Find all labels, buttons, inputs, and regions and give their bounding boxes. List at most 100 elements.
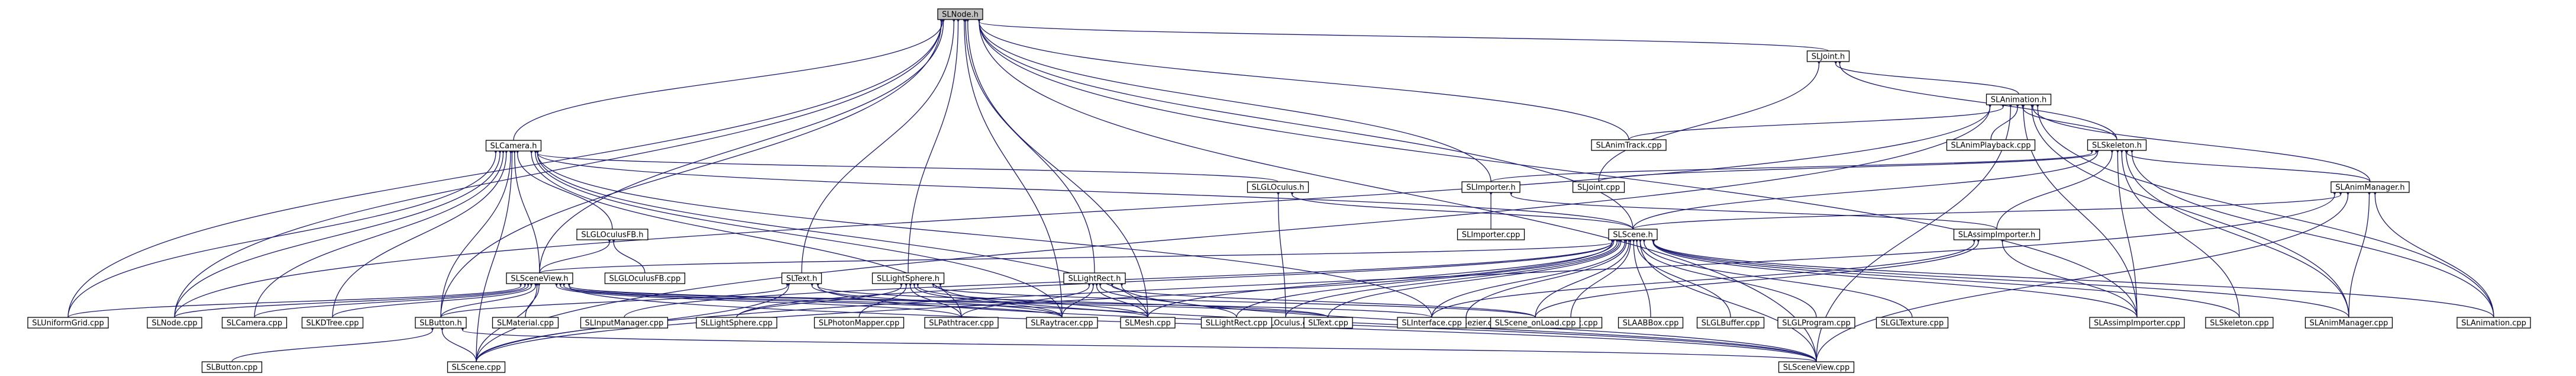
- node-label: SLGLOculusFB.cpp: [609, 275, 681, 284]
- node-slraytracer-cpp[interactable]: SLRaytracer.cpp: [1026, 317, 1098, 329]
- node-label: SLGLBuffer.cpp: [1702, 319, 1760, 328]
- node-slnode-h: SLNode.h: [937, 8, 983, 20]
- edge-slcurvebezier-cpp-to-slscene-h: [1465, 236, 1629, 318]
- node-slsceneview-h[interactable]: SLSceneView.h: [506, 272, 573, 284]
- node-sllightrect-cpp[interactable]: SLLightRect.cpp: [1200, 317, 1273, 329]
- edge-slsceneview-h-to-slnode-h: [539, 16, 947, 274]
- node-slmesh-cpp[interactable]: SLMesh.cpp: [1120, 317, 1176, 329]
- node-sltext-cpp[interactable]: SLText.cpp: [1303, 317, 1353, 329]
- node-slanimation-cpp[interactable]: SLAnimation.cpp: [2456, 317, 2531, 329]
- edge-sllightsphere-cpp-to-sllightsphere-h: [736, 280, 905, 318]
- edge-slpathtracer-cpp-to-sllightsphere-h: [907, 280, 962, 318]
- node-label: SLInputManager.cpp: [585, 319, 664, 328]
- node-slanimmanager-h[interactable]: SLAnimManager.h: [2330, 181, 2410, 193]
- edge-slbutton-h-to-slcamera-h: [440, 147, 514, 318]
- node-slnode-cpp[interactable]: SLNode.cpp: [147, 317, 202, 329]
- node-label: SLMesh.cpp: [1125, 319, 1171, 328]
- node-slgloculus-h[interactable]: SLGLOculus.h: [1247, 181, 1309, 193]
- edge-slnode-cpp-to-slanimation-h: [174, 101, 1993, 318]
- node-box: [2089, 317, 2185, 329]
- edge-slcamera-cpp-to-slsceneview-h: [254, 280, 532, 318]
- node-slinputmanager-cpp[interactable]: SLInputManager.cpp: [580, 317, 669, 329]
- edge-slanimmanager-cpp-to-slskeleton-h: [2123, 147, 2349, 318]
- node-box: [1490, 317, 1581, 329]
- edge-sljoint-cpp-to-sljoint-h: [1598, 58, 1822, 182]
- node-slanimmanager-cpp[interactable]: SLAnimManager.cpp: [2304, 317, 2393, 329]
- node-sllightsphere-h[interactable]: SLLightSphere.h: [871, 272, 945, 284]
- node-label: SLButton.h: [419, 319, 461, 328]
- node-slmaterial-cpp[interactable]: SLMaterial.cpp: [492, 317, 559, 329]
- node-label: SLAnimation.cpp: [2461, 319, 2526, 328]
- node-sluniformgrid-cpp[interactable]: SLUniformGrid.cpp: [27, 317, 109, 329]
- edge-slassimpimporter-cpp-to-slnode-h: [976, 16, 2138, 318]
- edge-slanimmanager-cpp-to-slanimmanager-h: [2348, 189, 2372, 318]
- node-slbutton-h[interactable]: SLButton.h: [415, 317, 467, 329]
- node-sljoint-cpp[interactable]: SLJoint.cpp: [1572, 181, 1625, 193]
- node-label: SLSceneView.cpp: [1783, 364, 1850, 372]
- node-box: [576, 229, 648, 240]
- node-slglprogram-cpp[interactable]: SLGLProgram.cpp: [1777, 317, 1855, 329]
- node-slanimation-h[interactable]: SLAnimation.h: [1986, 94, 2052, 105]
- node-label: SLLightRect.cpp: [1206, 319, 1267, 328]
- node-slpathtracer-cpp[interactable]: SLPathtracer.cpp: [924, 317, 999, 329]
- node-label: SLGLOculusFB.h: [581, 231, 643, 240]
- node-label: SLJoint.cpp: [1577, 184, 1620, 192]
- edge-slscene-cpp-to-slanimation-h: [476, 101, 1993, 362]
- node-label: SLGLProgram.cpp: [1782, 319, 1850, 328]
- edge-slassimpimporter-cpp-to-slscene-h: [1649, 236, 2138, 318]
- node-box: [301, 317, 364, 329]
- edge-slglprogram-cpp-to-slscene-h: [1637, 236, 1817, 318]
- edge-slimporter-h-to-slnode-h: [976, 16, 1492, 182]
- node-label: SLNode.h: [942, 11, 979, 20]
- edge-slscene-onload-cpp-to-sllightrect-h: [1109, 280, 1536, 318]
- node-slgltexture-cpp[interactable]: SLGLTexture.cpp: [1875, 317, 1949, 329]
- node-slskeleton-cpp[interactable]: SLSkeleton.cpp: [2205, 317, 2274, 329]
- node-slsceneview-cpp[interactable]: SLSceneView.cpp: [1778, 361, 1855, 373]
- node-slscene-cpp[interactable]: SLScene.cpp: [447, 361, 506, 373]
- edge-slanimation-cpp-to-slscene-h: [1650, 236, 2494, 318]
- node-slskeleton-h[interactable]: SLSkeleton.h: [2087, 139, 2147, 151]
- node-slglbuffer-cpp[interactable]: SLGLBuffer.cpp: [1696, 317, 1765, 329]
- node-label: SLGLTexture.cpp: [1881, 319, 1944, 328]
- edge-slscene-h-to-slnode-h: [976, 16, 1634, 230]
- edge-slscene-h-to-slskeleton-h: [1632, 147, 2101, 230]
- node-sljoint-h[interactable]: SLJoint.h: [1806, 50, 1850, 62]
- node-slassimpimporter-cpp[interactable]: SLAssimpImporter.cpp: [2089, 317, 2185, 329]
- edge-slinterface-cpp-to-slassimpimporter-h: [1431, 236, 1978, 318]
- edge-slsceneview-cpp-to-slscene-h: [1637, 236, 1817, 362]
- node-box: [485, 140, 542, 152]
- edge-slmaterial-cpp-to-slsceneview-h: [525, 280, 543, 318]
- node-label: SLInterface.cpp: [1402, 319, 1461, 328]
- edge-slnode-cpp-to-slsceneview-h: [174, 280, 528, 318]
- node-slscene-h[interactable]: SLScene.h: [1608, 229, 1658, 240]
- node-label: SLImporter.cpp: [1462, 231, 1521, 240]
- node-box: [1806, 50, 1850, 62]
- node-slanimplayback-cpp[interactable]: SLAnimPlayback.cpp: [1946, 139, 2036, 151]
- node-label: SLSceneView.h: [511, 275, 568, 284]
- node-label: SLAABBox.cpp: [1623, 319, 1679, 328]
- node-slkdtree-cpp[interactable]: SLKDTree.cpp: [301, 317, 364, 329]
- node-slimporter-h[interactable]: SLImporter.h: [1461, 181, 1521, 193]
- node-slgloculusfb-h[interactable]: SLGLOculusFB.h: [576, 229, 648, 240]
- edge-slaabbox-cpp-to-slscene-h: [1630, 236, 1651, 318]
- edge-slsceneview-cpp-to-slanimation-h: [1816, 101, 2014, 362]
- node-slscene-onload-cpp[interactable]: SLScene_onLoad.cpp: [1490, 317, 1581, 329]
- node-slphotonmapper-cpp[interactable]: SLPhotonMapper.cpp: [814, 317, 905, 329]
- node-sltext-h[interactable]: SLText.h: [781, 272, 822, 284]
- node-box: [1397, 317, 1467, 329]
- node-slcamera-h[interactable]: SLCamera.h: [485, 140, 542, 152]
- edge-slanimation-cpp-to-slanimation-h: [2034, 101, 2494, 318]
- node-label: SLCamera.h: [490, 142, 537, 151]
- node-slgloculusfb-cpp[interactable]: SLGLOculusFB.cpp: [604, 272, 686, 284]
- node-label: SLLightSphere.cpp: [701, 319, 773, 328]
- node-sllightsphere-cpp[interactable]: SLLightSphere.cpp: [696, 317, 777, 329]
- node-slcamera-cpp[interactable]: SLCamera.cpp: [221, 317, 288, 329]
- node-slbutton-cpp[interactable]: SLButton.cpp: [201, 361, 263, 373]
- node-slassimpimporter-h[interactable]: SLAssimpImporter.h: [1953, 229, 2041, 240]
- node-slimporter-cpp[interactable]: SLImporter.cpp: [1457, 229, 1525, 240]
- node-slinterface-cpp[interactable]: SLInterface.cpp: [1397, 317, 1467, 329]
- node-slanimtrack-cpp[interactable]: SLAnimTrack.cpp: [1591, 139, 1667, 151]
- node-slaabbox-cpp[interactable]: SLAABBox.cpp: [1618, 317, 1684, 329]
- node-sllightrect-h[interactable]: SLLightRect.h: [1063, 272, 1126, 284]
- node-label: SLJoint.h: [1812, 53, 1845, 62]
